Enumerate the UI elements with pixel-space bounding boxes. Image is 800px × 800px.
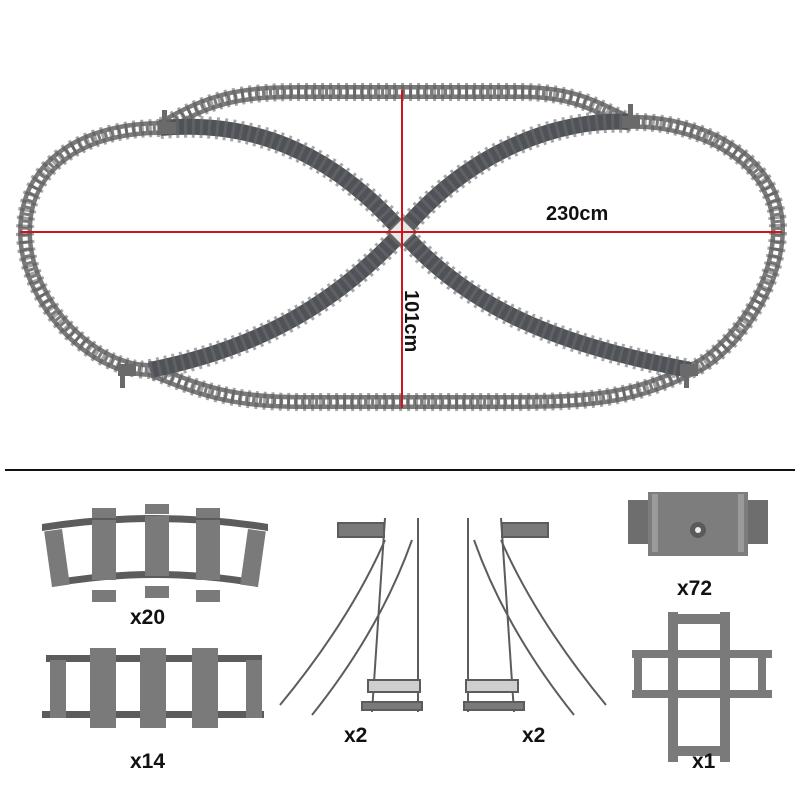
left-switch-quantity: x2: [344, 724, 368, 747]
switch-top-right: [622, 116, 640, 128]
right-switch-icon: [463, 517, 607, 716]
track-layout-diagram: [15, 83, 788, 411]
section-divider: [5, 469, 795, 471]
straight-rail-quantity: x14: [130, 750, 166, 773]
curved-rail-quantity: x20: [130, 606, 166, 629]
switch-markers: [118, 104, 698, 388]
switch-bottom-right: [680, 364, 698, 376]
straight-rail-icon: [42, 648, 264, 728]
crossing-icon: [632, 612, 772, 762]
flexible-rail-icon: [628, 492, 768, 556]
switch-top-left: [158, 122, 176, 134]
curved-rail-icon: [42, 504, 268, 602]
crossing-quantity: x1: [692, 750, 716, 773]
right-switch-quantity: x2: [522, 724, 546, 747]
flexible-rail-quantity: x72: [677, 577, 713, 600]
switch-bottom-left: [118, 364, 136, 376]
width-dimension-label: 230cm: [546, 203, 609, 225]
left-switch-icon: [279, 517, 423, 716]
